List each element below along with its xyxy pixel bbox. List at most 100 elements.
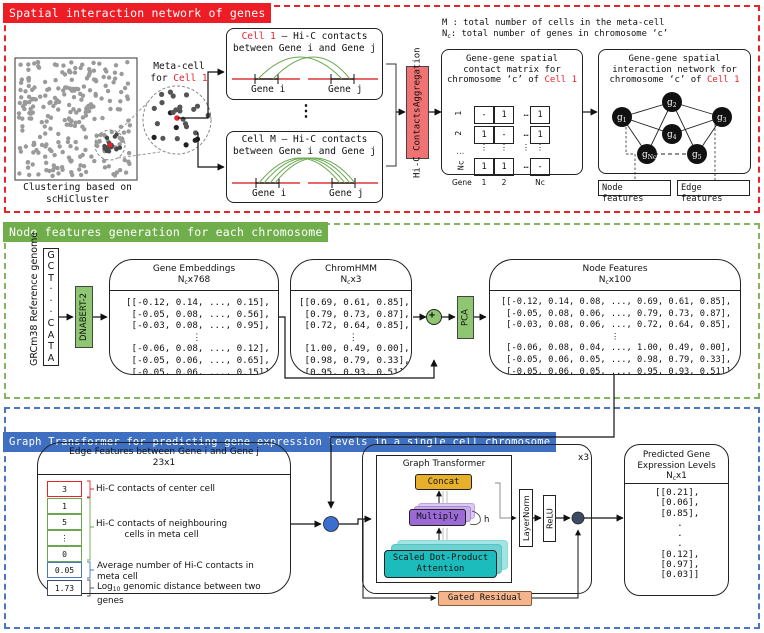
matrix-cell: ⋮: [521, 143, 531, 153]
cluster-point: [51, 103, 56, 109]
cluster-point: [56, 171, 61, 176]
matrix-cell: …: [523, 161, 529, 171]
cell1-title-rest: – Hi-C contacts: [275, 31, 368, 42]
matrix-row-label: 1: [454, 110, 464, 116]
matrix-col-header: Gene: [452, 178, 472, 187]
matrix-row: [0.72, 0.64, 0.85],: [299, 320, 410, 332]
cluster-point: [73, 139, 78, 145]
cluster-point: [25, 160, 30, 165]
metacell-point: [170, 93, 176, 99]
cluster-point: [118, 124, 124, 129]
dim-prefix: N: [340, 275, 348, 285]
pca-box: PCA: [457, 296, 474, 339]
matrix-title-prefix: chromosome ‘c’ of: [446, 75, 545, 85]
matrix-cell: 1: [530, 106, 550, 124]
matrix-row: [[-0.12, 0.14, 0.08, ..., 0.69, 0.61, 0.…: [501, 297, 732, 307]
attention-line1: Scaled Dot-Product: [392, 553, 489, 563]
legend: M : total number of cells in the meta-ce…: [442, 18, 668, 42]
center-cell-label: Hi-C contacts of center cell: [96, 484, 215, 494]
metacell-point: [191, 106, 197, 112]
matrix-row-label: 2: [454, 130, 464, 136]
sequence-base: G: [47, 250, 55, 261]
cluster-point: [72, 70, 78, 75]
matrix-row: [0.85],: [655, 507, 700, 519]
cluster-point: [121, 130, 127, 135]
cluster-point: [117, 167, 123, 173]
cluster-point: [71, 107, 76, 112]
cell1-hic-track: [232, 56, 378, 84]
cluster-point: [20, 128, 25, 133]
cluster-point: [101, 158, 107, 164]
cluster-scatter-points: [16, 59, 133, 178]
cluster-point: [125, 60, 130, 65]
matrix-row: [0.97],: [655, 559, 700, 571]
cluster-point: [66, 136, 71, 141]
predicted-title-line1: Predicted Gene: [642, 450, 711, 460]
cluster-point: [23, 144, 29, 149]
matrix-row: [-0.05, 0.06, ..., 0.15]]: [126, 366, 270, 375]
cluster-point: [39, 142, 45, 148]
legend-n-rest: : total number of genes in chromosome ‘c…: [450, 28, 669, 39]
dim-rest: x100: [608, 275, 632, 285]
dim-sub: c: [347, 279, 351, 286]
gene-node-label: g5: [692, 150, 702, 161]
gene-node-label: g3: [717, 113, 727, 124]
metacell-label-line1: Meta-cell: [153, 61, 205, 72]
cluster-point: [86, 73, 91, 78]
interaction-network-box: Gene-gene spatial interaction network fo…: [598, 49, 751, 174]
cluster-point: [89, 105, 94, 110]
node-features-header: Node Features Ncx100: [490, 260, 740, 291]
log-label-line2: genes: [97, 595, 124, 606]
edge-features-title: Edge Features between Gene i and Gene j: [69, 447, 259, 457]
cluster-point: [20, 104, 26, 109]
cellm-hic-track: [232, 157, 378, 188]
cluster-point: [126, 118, 131, 123]
metacell-label: Meta-cell for Cell 1: [146, 61, 212, 85]
cluster-point: [61, 63, 66, 68]
cluster-point: [26, 67, 31, 73]
node-features-tag: Node features: [598, 180, 671, 204]
cluster-point: [20, 124, 25, 129]
cluster-point: [17, 100, 22, 106]
edge-feature-cell: 3: [47, 481, 82, 497]
matrix-row: [1.00, 0.49, 0.00],: [299, 343, 410, 355]
gene-embeddings-header: Gene Embeddings Ncx768: [110, 260, 278, 291]
cluster-point: [119, 71, 124, 77]
metacell-point: [151, 105, 157, 111]
matrix-row-label: ⋮: [455, 149, 465, 158]
relu-label: ReLU: [544, 508, 555, 529]
matrix-row: .: [655, 538, 683, 550]
cluster-point: [44, 119, 49, 124]
cluster-point: [81, 164, 87, 169]
cluster-point: [92, 158, 97, 164]
cluster-point: [52, 152, 57, 158]
cluster-point: [80, 152, 85, 158]
metacell-for-text: for: [150, 73, 174, 84]
matrix-row: [-0.06, 0.08, ..., 0.12],: [126, 343, 270, 355]
sequence-base: C: [47, 261, 55, 273]
cell1-title-highlight: Cell 1: [241, 31, 276, 42]
cluster-point: [117, 135, 122, 141]
predicted-dim: Ncx1: [625, 471, 728, 485]
predicted-header: Predicted Gene Expression Levels Ncx1: [625, 445, 728, 484]
cluster-point: [99, 96, 104, 101]
relu-box: ReLU: [543, 495, 556, 542]
cluster-point: [97, 61, 102, 66]
cluster-point: [31, 140, 37, 145]
dim-sub: c: [605, 279, 609, 286]
cluster-point: [37, 134, 43, 140]
cluster-point: [18, 62, 23, 67]
metacell-point: [160, 135, 166, 141]
cluster-point: [118, 99, 123, 104]
sequence-base: A: [47, 329, 55, 341]
sequence-base: C: [47, 318, 55, 330]
cellm-hic-title: Cell M – Hi-C contacts between Gene i an…: [227, 134, 382, 158]
cluster-point: [28, 106, 33, 112]
avg-label-line2: meta cell: [97, 571, 138, 582]
cluster-point: [111, 80, 116, 85]
edge-features-dim: 23x1: [152, 458, 176, 468]
metacell-member-point: [114, 132, 119, 137]
cluster-point: [42, 79, 48, 85]
